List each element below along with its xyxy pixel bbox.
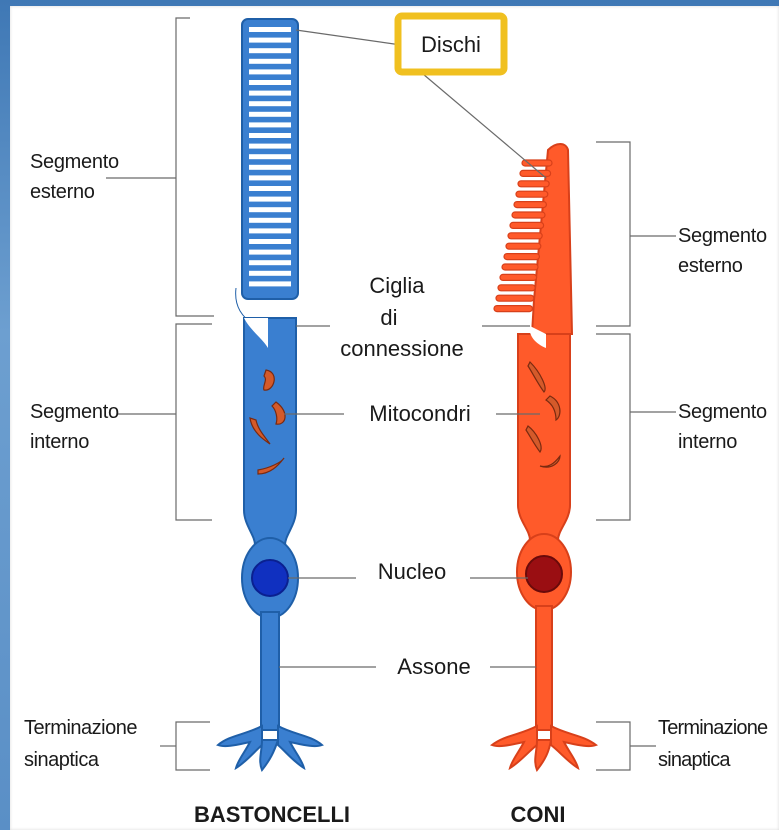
- dischi-label: Dischi: [421, 32, 481, 57]
- rod-disc: [249, 175, 291, 180]
- rod-disc: [249, 91, 291, 96]
- rod-disc: [249, 207, 291, 212]
- rod-disc: [249, 271, 291, 276]
- rod-disc: [249, 218, 291, 223]
- rod-disc: [249, 228, 291, 233]
- mitocondri-label: Mitocondri: [369, 401, 470, 426]
- rod-cell: [218, 19, 322, 770]
- bracket-segmento-interno-right: [596, 334, 630, 520]
- rod-synaptic-terminal: [218, 726, 322, 770]
- cone-nucleus: [526, 556, 562, 592]
- nucleo-label: Nucleo: [378, 559, 446, 584]
- rod-disc: [249, 239, 291, 244]
- bracket-terminazione-right: [596, 722, 630, 770]
- segmento-interno-left-label: Segmento interno: [30, 401, 124, 453]
- rod-disc: [249, 154, 291, 159]
- cone-disc: [508, 233, 542, 239]
- bracket-terminazione-left: [176, 722, 210, 770]
- cone-disc: [512, 212, 545, 218]
- segmento-esterno-left-label: Segmento esterno: [30, 151, 124, 203]
- rod-disc: [249, 80, 291, 85]
- rod-inner-segment: [244, 318, 296, 545]
- rod-disc: [249, 122, 291, 127]
- segmento-esterno-right-label: Segmento esterno: [678, 225, 772, 277]
- rod-disc: [249, 59, 291, 64]
- bastoncelli-title: BASTONCELLI: [194, 802, 350, 827]
- bracket-segmento-esterno-right: [596, 142, 630, 326]
- rod-disc: [249, 250, 291, 255]
- bracket-segmento-interno-left: [176, 324, 212, 520]
- cone-disc: [518, 181, 549, 187]
- rod-disc: [249, 165, 291, 170]
- cone-disc: [520, 170, 551, 176]
- cone-disc: [494, 306, 532, 312]
- rod-disc: [249, 144, 291, 149]
- cone-outer-segment: [494, 144, 572, 334]
- cone-disc: [506, 243, 541, 249]
- rod-disc: [249, 69, 291, 74]
- rod-disc: [249, 281, 291, 286]
- rod-disc: [249, 133, 291, 138]
- leader-lines: [106, 18, 676, 770]
- leader-dischi-rod: [296, 30, 408, 46]
- rod-disc: [249, 101, 291, 106]
- rod-disc: [249, 186, 291, 191]
- cone-disc: [500, 274, 537, 280]
- coni-title: CONI: [511, 802, 566, 827]
- rod-disc: [249, 260, 291, 265]
- terminazione-right-label: Terminazione sinaptica: [658, 717, 772, 771]
- rod-disc: [249, 197, 291, 202]
- assone-label: Assone: [397, 654, 470, 679]
- leader-dischi-cone: [423, 74, 546, 178]
- rod-nucleus: [252, 560, 288, 596]
- cone-disc: [514, 202, 546, 208]
- rod-disc: [249, 38, 291, 43]
- cone-cell: [492, 144, 596, 770]
- bracket-segmento-esterno-left: [176, 18, 214, 316]
- cone-disc: [504, 254, 539, 260]
- rod-axon: [261, 612, 279, 730]
- terminazione-left-label: Terminazione sinaptica: [24, 717, 142, 771]
- ciglia-label: Ciglia di connessione: [340, 273, 464, 361]
- rod-disc: [249, 27, 291, 32]
- cone-axon: [536, 606, 552, 730]
- cone-disc: [510, 222, 544, 228]
- cone-synaptic-terminal: [492, 726, 596, 770]
- segmento-interno-right-label: Segmento interno: [678, 401, 772, 453]
- rod-disc: [249, 48, 291, 53]
- cone-disc: [516, 191, 548, 197]
- cone-inner-segment: [518, 334, 570, 540]
- cone-disc: [502, 264, 538, 270]
- cone-disc: [498, 285, 535, 291]
- cone-disc: [496, 295, 534, 301]
- rod-disc: [249, 112, 291, 117]
